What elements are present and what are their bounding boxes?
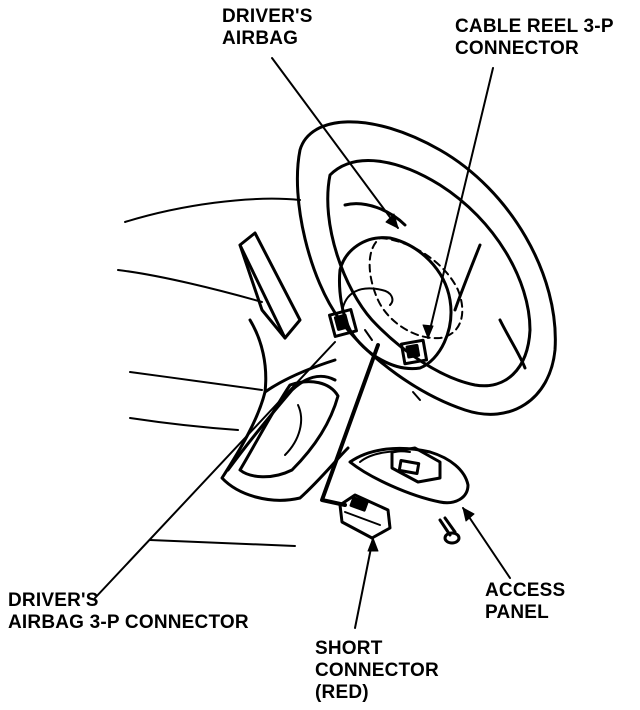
cable-reel-connector xyxy=(399,338,429,366)
connector-cable-branch xyxy=(364,329,373,341)
label-cable-reel-connector: CABLE REEL 3-P CONNECTOR xyxy=(455,16,614,60)
steering-column-shroud xyxy=(220,318,350,502)
label-short-connector: SHORT CONNECTOR (RED) xyxy=(315,638,439,704)
label-drivers-airbag-connector: DRIVER'S AIRBAG 3-P CONNECTOR xyxy=(8,590,249,634)
label-short-connector-line2: CONNECTOR xyxy=(315,660,439,681)
leader-lines xyxy=(94,57,511,629)
access-panel xyxy=(348,446,470,505)
screw xyxy=(412,391,461,545)
connector-cable xyxy=(320,343,380,507)
label-cable-reel-line1: CABLE REEL 3-P xyxy=(455,16,614,37)
steering-wheel xyxy=(295,120,557,416)
dashboard-contours xyxy=(117,197,301,547)
label-airbag-connector-line2: AIRBAG 3-P CONNECTOR xyxy=(8,612,249,633)
label-short-connector-line1: SHORT xyxy=(315,638,383,659)
short-connector xyxy=(338,493,392,540)
label-drivers-airbag: DRIVER'S AIRBAG xyxy=(222,6,313,50)
label-airbag-connector-line1: DRIVER'S xyxy=(8,590,99,611)
label-access-panel: ACCESS PANEL xyxy=(485,580,565,624)
label-access-panel-line2: PANEL xyxy=(485,602,549,623)
airbag-module xyxy=(368,237,464,340)
drivers-airbag-connector xyxy=(328,308,358,338)
turn-signal-lever xyxy=(238,231,302,340)
leader-arrowheads xyxy=(367,213,475,552)
airbag-wire xyxy=(341,287,394,313)
label-drivers-airbag-line1: DRIVER'S xyxy=(222,6,313,27)
label-access-panel-line1: ACCESS xyxy=(485,580,566,601)
label-drivers-airbag-line2: AIRBAG xyxy=(222,28,299,49)
label-short-connector-line3: (RED) xyxy=(315,682,369,703)
label-cable-reel-line2: CONNECTOR xyxy=(455,38,579,59)
